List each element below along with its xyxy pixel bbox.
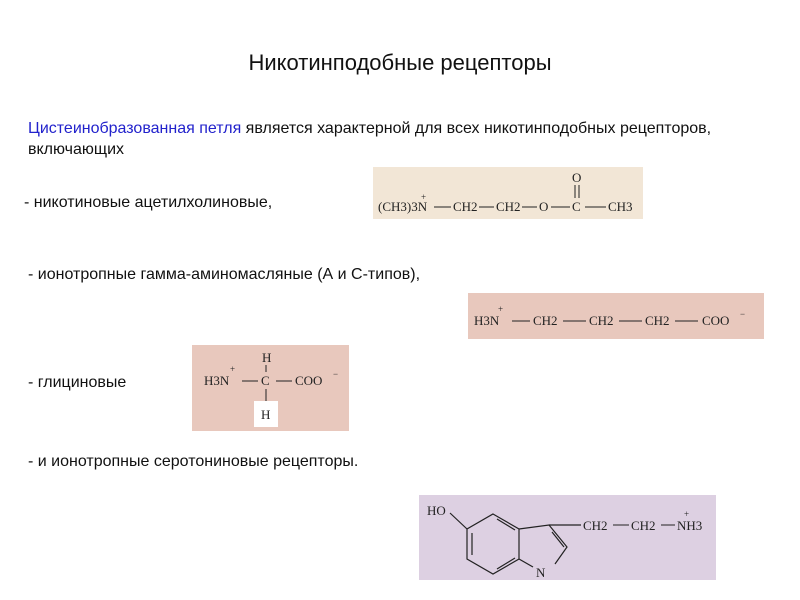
item-gaba: - ионотропные гамма-аминомасляные (А и С… bbox=[28, 266, 421, 283]
acetylcholine-carbonyl-o: O bbox=[572, 170, 581, 185]
acetylcholine-structure: (CH3)3N + CH2 CH2 O C O CH3 bbox=[373, 167, 643, 219]
gaba-minus: − bbox=[740, 309, 745, 319]
glycine-n-group: H3N bbox=[204, 373, 230, 388]
acetylcholine-ch2-2: CH2 bbox=[496, 199, 521, 214]
serotonin-ch2-2: CH2 bbox=[631, 518, 656, 533]
intro-paragraph: Цистеинобразованная петля является харак… bbox=[28, 118, 788, 160]
acetylcholine-ch2-1: CH2 bbox=[453, 199, 478, 214]
glycine-minus: − bbox=[333, 369, 338, 379]
item-acetylcholine: - никотиновые ацетилхолиновые, bbox=[24, 194, 273, 211]
gaba-ch2-3: CH2 bbox=[645, 313, 670, 328]
serotonin-nh3: NH3 bbox=[677, 518, 702, 533]
acetylcholine-o: O bbox=[539, 199, 548, 214]
acetylcholine-ch3: CH3 bbox=[608, 199, 633, 214]
glycine-c: C bbox=[261, 373, 270, 388]
serotonin-ch2-1: CH2 bbox=[583, 518, 608, 533]
gaba-coo: COO bbox=[702, 313, 729, 328]
gaba-ch2-1: CH2 bbox=[533, 313, 558, 328]
serotonin-ring-n: N bbox=[536, 565, 546, 580]
gaba-n-group: H3N bbox=[474, 313, 500, 328]
serotonin-ho: HO bbox=[427, 503, 446, 518]
gaba-structure: H3N + CH2 CH2 CH2 COO − bbox=[468, 293, 764, 339]
intro-text: является характерной для всех никотинпод… bbox=[28, 120, 712, 158]
serotonin-plus: + bbox=[684, 509, 689, 519]
glycine-plus: + bbox=[230, 364, 235, 374]
gaba-plus: + bbox=[498, 304, 503, 314]
serotonin-structure: HO N CH2 CH2 NH3 + bbox=[419, 495, 716, 580]
acetylcholine-n-group: (CH3)3N bbox=[378, 199, 428, 214]
item-glycine: - глициновые bbox=[28, 374, 127, 391]
gaba-ch2-2: CH2 bbox=[589, 313, 614, 328]
glycine-top-h: H bbox=[262, 350, 271, 365]
item-serotonin: - и ионотропные серотониновые рецепторы. bbox=[28, 453, 359, 470]
slide-title: Никотинподобные рецепторы bbox=[248, 50, 552, 75]
intro-highlight: Цистеинобразованная петля bbox=[28, 120, 242, 137]
glycine-bottom-h: H bbox=[261, 407, 270, 422]
glycine-coo: COO bbox=[295, 373, 322, 388]
acetylcholine-c: C bbox=[572, 199, 581, 214]
glycine-structure: H H3N + C COO − H bbox=[192, 345, 349, 431]
acetylcholine-plus: + bbox=[421, 192, 426, 202]
